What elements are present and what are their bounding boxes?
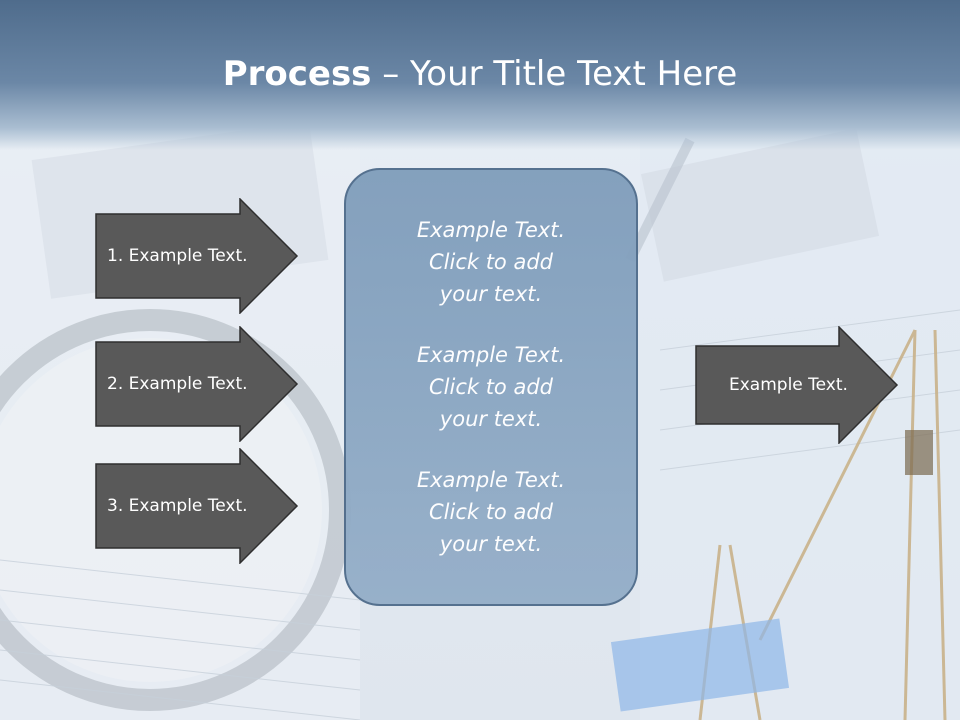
title-bar: [0, 0, 960, 150]
process-step-1-label: 1. Example Text.: [107, 246, 248, 266]
result-arrow[interactable]: Example Text.: [695, 325, 899, 445]
process-step-1-arrow[interactable]: 1. Example Text.: [95, 197, 299, 315]
arrow-shape: [95, 447, 299, 565]
title-bold-part: Process: [222, 54, 372, 94]
arrow-shape: [95, 325, 299, 443]
center-text-3[interactable]: Example Text. Click to add your text.: [416, 467, 566, 556]
arrow-shape: [95, 197, 299, 315]
slide-title[interactable]: Process – Your Title Text Here: [0, 52, 960, 96]
process-step-3-label: 3. Example Text.: [107, 496, 248, 516]
center-text-2[interactable]: Example Text. Click to add your text.: [416, 342, 566, 431]
process-step-2-label: 2. Example Text.: [107, 374, 248, 394]
center-content-box[interactable]: Example Text. Click to add your text. Ex…: [344, 168, 638, 606]
process-step-3-arrow[interactable]: 3. Example Text.: [95, 447, 299, 565]
title-rest-part: – Your Title Text Here: [371, 54, 738, 94]
arrow-shape: [695, 325, 899, 445]
process-step-2-arrow[interactable]: 2. Example Text.: [95, 325, 299, 443]
result-arrow-label: Example Text.: [729, 375, 848, 395]
center-text-1[interactable]: Example Text. Click to add your text.: [416, 218, 566, 307]
